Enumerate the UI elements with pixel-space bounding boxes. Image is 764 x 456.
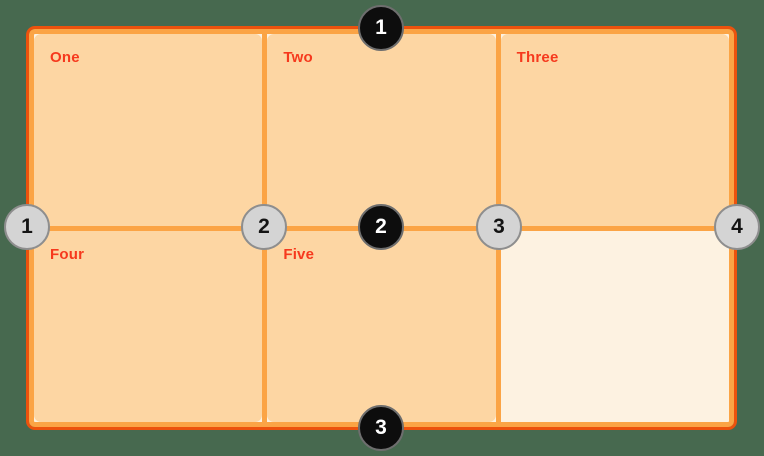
grid-cell-four: Four xyxy=(34,230,263,422)
row-line-marker-number: 1 xyxy=(375,16,387,39)
cell-label: One xyxy=(50,49,80,66)
column-line-marker-1: 1 xyxy=(4,204,50,250)
row-line-marker-3: 3 xyxy=(358,405,404,451)
column-line-marker-number: 4 xyxy=(731,215,743,238)
row-line-marker-number: 3 xyxy=(375,416,387,439)
cell-label: Three xyxy=(516,49,559,66)
column-line-marker-number: 1 xyxy=(21,215,33,238)
row-line-marker-2: 2 xyxy=(358,204,404,250)
grid-cell-one: One xyxy=(34,34,263,226)
grid-cell-two: Two xyxy=(267,34,496,226)
grid-cells: One Two Three Four Five xyxy=(34,34,729,422)
grid-cell-empty xyxy=(501,231,729,423)
column-line-marker-4: 4 xyxy=(714,204,760,250)
column-line-marker-number: 2 xyxy=(258,215,270,238)
column-line-marker-number: 3 xyxy=(493,215,505,238)
grid-cell-five: Five xyxy=(267,230,496,422)
row-line-marker-number: 2 xyxy=(375,215,387,238)
cell-label: Four xyxy=(50,245,85,263)
column-line-marker-2: 2 xyxy=(241,204,287,250)
row-line-marker-1: 1 xyxy=(358,5,404,51)
cell-label: Two xyxy=(283,49,313,66)
grid-cell-three: Three xyxy=(500,34,729,226)
column-line-marker-3: 3 xyxy=(476,204,522,250)
cell-label: Five xyxy=(283,245,315,263)
